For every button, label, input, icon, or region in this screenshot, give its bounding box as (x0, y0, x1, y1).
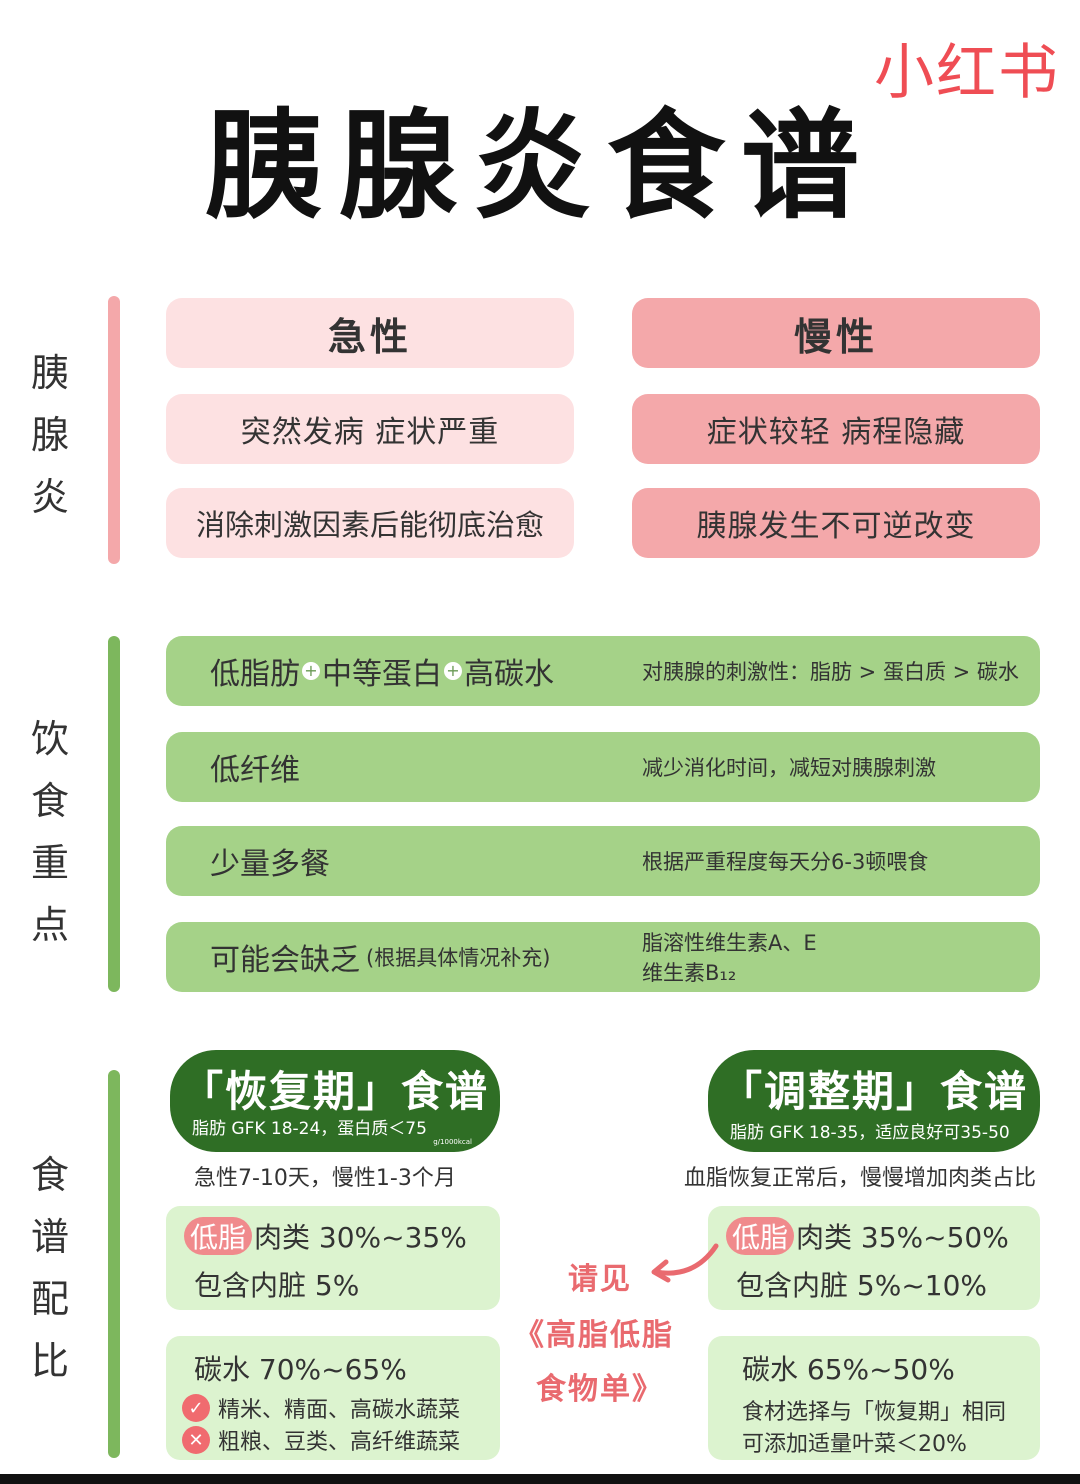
brand-logo: 小红书 (874, 38, 1060, 108)
diet-row-1-left-c: 高碳水 (464, 657, 554, 692)
arrow-left-icon (651, 1243, 719, 1283)
diet-row-3: 少量多餐 根据严重程度每天分6-3顿喂食 (166, 826, 1040, 896)
section1-label-char: 腺 (30, 413, 69, 457)
section3-label-char: 配 (30, 1277, 69, 1321)
recovery-carb-box: 碳水 70%~65% ✓ 精米、精面、高碳水蔬菜 ✕ 粗粮、豆类、高纤维蔬菜 (166, 1336, 500, 1460)
section2-bar (108, 636, 120, 992)
section3-label-char: 食 (30, 1153, 69, 1197)
bottom-bar (0, 1474, 1080, 1484)
diet-row-4-left-main: 可能会缺乏 (210, 943, 360, 978)
adjust-carb: 碳水 65%~50% (742, 1353, 955, 1386)
plus-icon: + (444, 662, 462, 680)
diet-row-3-right: 根据严重程度每天分6-3顿喂食 (642, 850, 929, 874)
adjust-meat: 肉类 35%~50% (796, 1221, 1009, 1254)
section3-label-char: 比 (30, 1339, 69, 1383)
section1-bar (108, 296, 120, 564)
chronic-row-1: 症状较轻 病程隐藏 (632, 394, 1040, 464)
adjust-line-2: 可添加适量叶菜＜20% (742, 1432, 967, 1457)
recovery-organ: 包含内脏 5% (194, 1269, 360, 1302)
diet-row-4-right: 脂溶性维生素A、E 维生素B₁₂ (642, 922, 817, 992)
chronic-title: 慢性 (632, 298, 1040, 368)
adjust-title: 「调整期」食谱 (719, 1067, 1028, 1116)
plus-icon: + (302, 662, 320, 680)
recovery-meat-row: 低脂 肉类 30%~35% (184, 1216, 467, 1256)
section2-label-char: 点 (30, 903, 69, 947)
recovery-header: 「恢复期」食谱 脂肪 GFK 18-24，蛋白质＜75 g/1000kcal (170, 1050, 500, 1152)
adjust-line-1: 食材选择与「恢复期」相同 (742, 1400, 1007, 1425)
section1-label-char: 胰 (30, 351, 69, 395)
see-label: 请见 (568, 1262, 632, 1297)
adjust-note: 血脂恢复正常后，慢慢增加肉类占比 (684, 1166, 1037, 1191)
book-title-2: 食物单》 (536, 1372, 664, 1407)
low-fat-badge: 低脂 (184, 1217, 253, 1255)
recovery-yes-row: ✓ 精米、精面、高碳水蔬菜 (182, 1392, 461, 1424)
diet-row-1-left: 低脂肪 + 中等蛋白 + 高碳水 (210, 636, 554, 706)
low-fat-badge: 低脂 (726, 1217, 795, 1255)
diet-row-4-left: 可能会缺乏 (根据具体情况补充) (210, 922, 550, 992)
adjust-organ: 包含内脏 5%~10% (736, 1269, 988, 1302)
section3-label-char: 谱 (30, 1215, 69, 1259)
section2-label-char: 重 (30, 841, 69, 885)
adjust-sub: 脂肪 GFK 18-35，适应良好可35-50 (730, 1123, 1010, 1143)
recovery-meat: 肉类 30%~35% (254, 1221, 467, 1254)
diet-row-1: 低脂肪 + 中等蛋白 + 高碳水 对胰腺的刺激性：脂肪 > 蛋白质 > 碳水 (166, 636, 1040, 706)
recovery-sub: 脂肪 GFK 18-24，蛋白质＜75 (192, 1119, 427, 1139)
recovery-title: 「恢复期」食谱 (180, 1067, 489, 1116)
recovery-unit: g/1000kcal (433, 1138, 472, 1146)
adjust-meat-row: 低脂 肉类 35%~50% (726, 1216, 1009, 1256)
chronic-row-2: 胰腺发生不可逆改变 (632, 488, 1040, 558)
diet-row-2-left: 低纤维 (210, 753, 300, 788)
recovery-yes: 精米、精面、高碳水蔬菜 (218, 1398, 461, 1423)
diet-row-1-left-b: 中等蛋白 (322, 657, 442, 692)
recovery-carb: 碳水 70%~65% (194, 1353, 407, 1386)
acute-row-1: 突然发病 症状严重 (166, 394, 574, 464)
book-title-1: 《高脂低脂 (514, 1318, 674, 1353)
section3-bar (108, 1070, 120, 1458)
adjust-header: 「调整期」食谱 脂肪 GFK 18-35，适应良好可35-50 (708, 1050, 1040, 1152)
section1-label-char: 炎 (30, 475, 69, 519)
diet-row-4-right-2: 维生素B₁₂ (642, 961, 737, 985)
check-icon: ✓ (182, 1394, 210, 1422)
adjust-meat-box: 低脂 肉类 35%~50% 包含内脏 5%~10% (708, 1206, 1040, 1310)
section2-label: 饮 食 重 点 (22, 708, 78, 956)
recovery-no-row: ✕ 粗粮、豆类、高纤维蔬菜 (182, 1424, 461, 1456)
section3-label: 食 谱 配 比 (22, 1144, 78, 1392)
cross-icon: ✕ (182, 1426, 210, 1454)
acute-row-2: 消除刺激因素后能彻底治愈 (166, 488, 574, 558)
diet-row-4-right-1: 脂溶性维生素A、E (642, 931, 817, 955)
adjust-carb-box: 碳水 65%~50% 食材选择与「恢复期」相同 可添加适量叶菜＜20% (708, 1336, 1040, 1460)
recovery-no: 粗粮、豆类、高纤维蔬菜 (218, 1430, 461, 1455)
diet-row-2-right: 减少消化时间，减短对胰腺刺激 (642, 756, 936, 780)
section2-label-char: 食 (30, 779, 69, 823)
diet-row-1-right: 对胰腺的刺激性：脂肪 > 蛋白质 > 碳水 (642, 660, 1019, 684)
section2-label-char: 饮 (30, 717, 69, 761)
page-title: 胰腺炎食谱 (204, 97, 875, 235)
section1-label: 胰 腺 炎 (22, 342, 78, 528)
acute-title: 急性 (166, 298, 574, 368)
diet-row-3-left: 少量多餐 (210, 847, 330, 882)
diet-row-1-left-a: 低脂肪 (210, 657, 300, 692)
diet-row-2: 低纤维 减少消化时间，减短对胰腺刺激 (166, 732, 1040, 802)
diet-row-4: 可能会缺乏 (根据具体情况补充) 脂溶性维生素A、E 维生素B₁₂ (166, 922, 1040, 992)
diet-row-4-left-small: (根据具体情况补充) (366, 946, 551, 970)
recovery-meat-box: 低脂 肉类 30%~35% 包含内脏 5% (166, 1206, 500, 1310)
recovery-note: 急性7-10天，慢性1-3个月 (194, 1166, 456, 1191)
